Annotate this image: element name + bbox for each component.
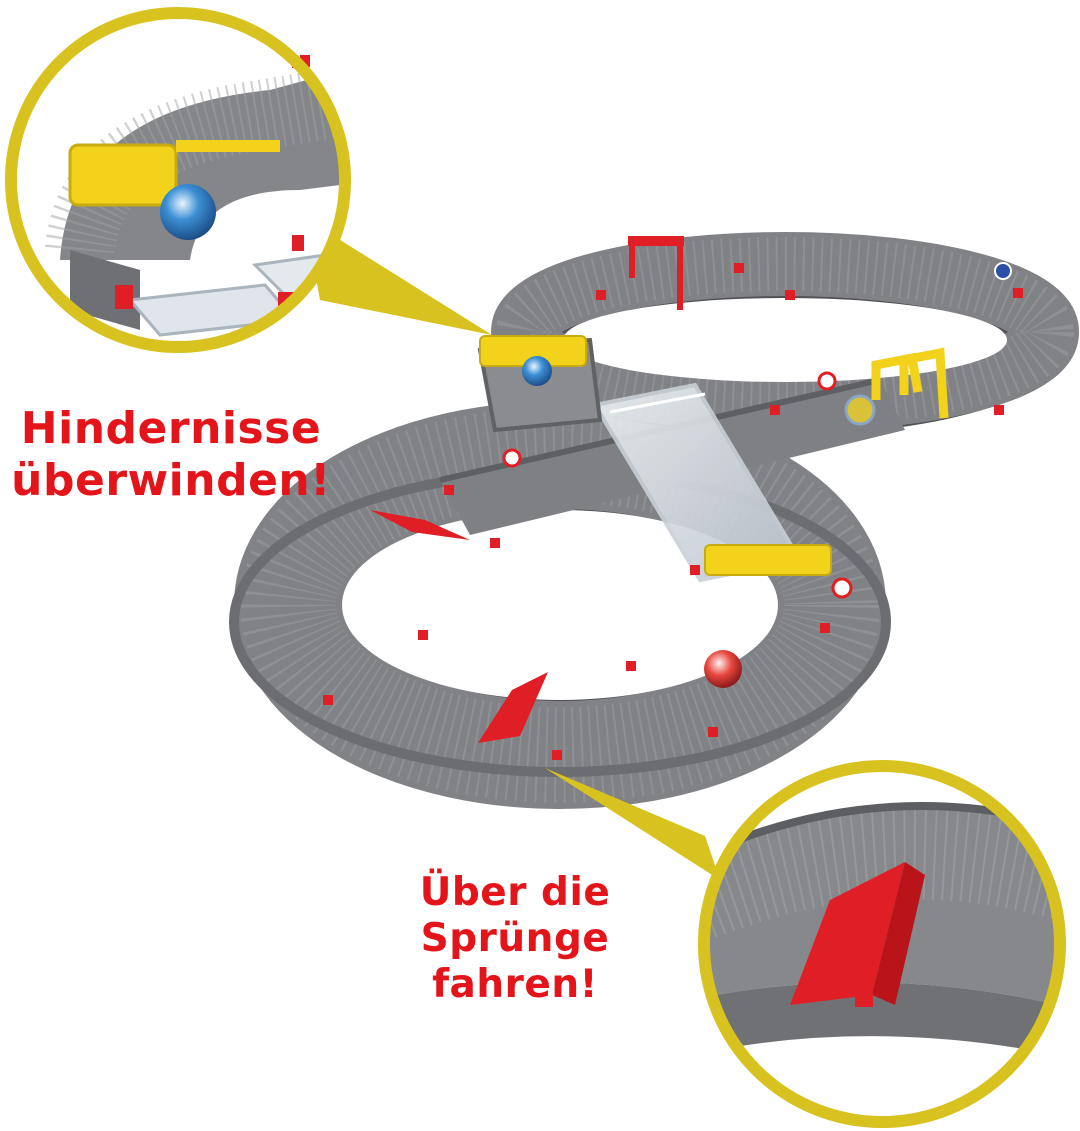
caption-jumps-line3: fahren! xyxy=(432,962,598,1007)
sign-blue xyxy=(994,262,1012,280)
yellow-gate-ramp-end xyxy=(704,544,832,576)
zoom-ball-blue xyxy=(160,184,216,240)
caption-obstacles: Hindernisse überwinden! xyxy=(6,403,336,507)
track-clips xyxy=(300,55,1023,760)
caption-obstacles-line1: Hindernisse xyxy=(20,403,322,454)
zoom-red-jump xyxy=(790,862,905,1005)
red-jump-left xyxy=(370,510,470,540)
caption-obstacles-line2: überwinden! xyxy=(11,455,331,506)
sign-no-entry xyxy=(817,371,837,391)
sign-red xyxy=(502,448,522,468)
yellow-arches xyxy=(871,347,949,419)
ball-blue xyxy=(522,356,552,386)
caption-jumps: Über die Sprünge fahren! xyxy=(380,870,650,1008)
race-track xyxy=(229,55,1079,809)
callout-pointer-bottom xyxy=(545,768,720,880)
ball-yellow xyxy=(844,394,876,426)
sign-car xyxy=(831,577,853,599)
caption-jumps-line1: Über die xyxy=(419,870,611,915)
zoom-yellow-gate xyxy=(68,143,178,207)
zoom-circle-jump xyxy=(698,760,1066,1128)
ball-red xyxy=(704,650,742,688)
callout-pointer-top xyxy=(305,218,492,335)
red-jump-bottom xyxy=(478,672,548,743)
caption-jumps-line2: Sprünge xyxy=(420,916,610,961)
zoom-circle-obstacle xyxy=(5,7,351,353)
